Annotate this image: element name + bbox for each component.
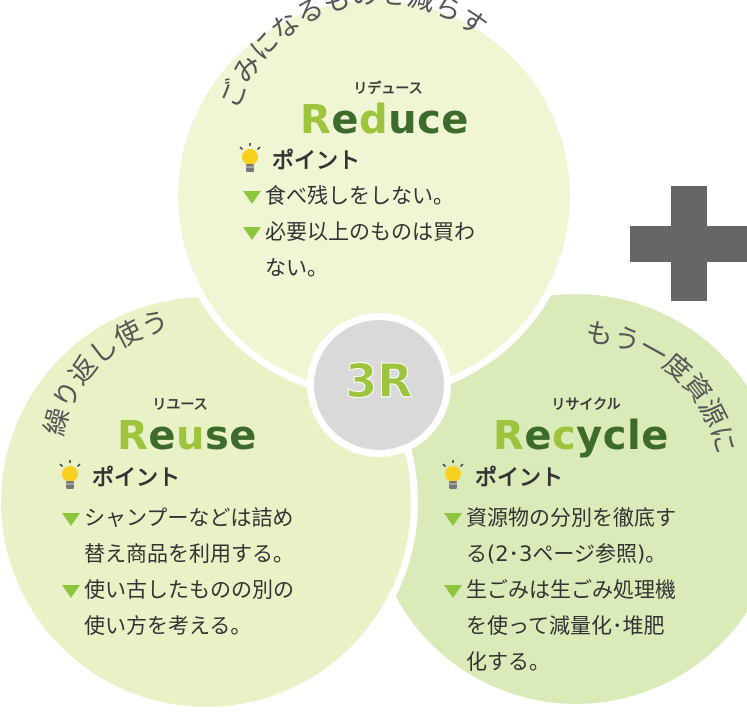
reduce-point-heading: ポイント xyxy=(238,143,360,175)
light-bulb-icon xyxy=(59,460,81,489)
list-item: 資源物の分別を徹底す xyxy=(444,500,676,536)
recycle-list: 資源物の分別を徹底す る(2･3ページ参照)。 生ごみは生ごみ処理機 を使って減… xyxy=(444,500,676,680)
reuse-title-letter: u xyxy=(175,413,205,459)
reuse-title-letter: R xyxy=(117,413,149,459)
reuse-title-letter: s xyxy=(204,413,230,459)
reuse-title-letter: e xyxy=(148,413,176,459)
reduce-title-letter: u xyxy=(388,97,418,143)
triangle-down-icon xyxy=(444,585,462,598)
recycle-title-letter: e xyxy=(524,413,552,459)
reduce-title-letter: R xyxy=(300,97,332,143)
triangle-down-icon xyxy=(243,227,261,240)
recycle-title-letter: R xyxy=(493,413,525,459)
list-item: 食べ残しをしない。 xyxy=(243,178,475,214)
recycle-title-letter: e xyxy=(641,413,669,459)
recycle-title: Recycle xyxy=(493,412,669,460)
reduce-kana: リデュース xyxy=(353,81,423,97)
reduce-point-label: ポイント xyxy=(272,149,361,174)
reuse-list: シャンプーなどは詰め 替え商品を利用する。 使い古したものの別の 使い方を考える… xyxy=(62,500,294,644)
reuse-point-label: ポイント xyxy=(92,466,181,491)
list-item: 必要以上のものは買わ xyxy=(243,214,475,250)
reduce-title-letter: e xyxy=(441,97,469,143)
reduce-title-letter: e xyxy=(331,97,359,143)
list-item-continuation: 使い方を考える。 xyxy=(84,614,252,638)
triangle-down-icon xyxy=(62,585,80,598)
triangle-down-icon xyxy=(243,191,261,204)
list-item-continuation: ない。 xyxy=(265,256,328,280)
list-item: シャンプーなどは詰め xyxy=(62,500,294,536)
recycle-point-label: ポイント xyxy=(475,466,564,491)
reuse-title-letter: e xyxy=(229,413,257,459)
triangle-down-icon xyxy=(62,513,80,526)
reuse-title: Reuse xyxy=(117,412,257,460)
recycle-point-heading: ポイント xyxy=(441,460,563,492)
recycle-title-letter: c xyxy=(602,413,627,459)
list-item: 使い古したものの別の xyxy=(62,572,294,608)
reuse-point-heading: ポイント xyxy=(58,460,180,492)
list-item-continuation: 化する。 xyxy=(466,650,550,674)
recycle-kana: リサイクル xyxy=(551,397,621,413)
recycle-title-letter: l xyxy=(626,413,642,459)
reduce-title-letter: c xyxy=(417,97,442,143)
center-label: 3R xyxy=(345,354,413,409)
recycle-title-letter: c xyxy=(551,413,577,459)
reduce-list: 食べ残しをしない。 必要以上のものは買わ ない。 xyxy=(243,178,475,286)
list-item: 生ごみは生ごみ処理機 xyxy=(444,572,676,608)
triangle-down-icon xyxy=(444,513,462,526)
reuse-kana: リユース xyxy=(152,397,208,413)
plus-vertical-bar xyxy=(671,186,707,301)
light-bulb-icon xyxy=(239,143,261,172)
reduce-title: Reduce xyxy=(300,96,469,144)
center-circle xyxy=(307,313,451,457)
list-item-continuation: を使って減量化･堆肥 xyxy=(466,614,665,638)
reduce-title-letter: d xyxy=(358,97,389,143)
list-item-continuation: る(2･3ページ参照)。 xyxy=(466,542,667,566)
list-item-continuation: 替え商品を利用する。 xyxy=(84,542,294,566)
recycle-title-letter: y xyxy=(576,413,603,459)
light-bulb-icon xyxy=(442,460,464,489)
